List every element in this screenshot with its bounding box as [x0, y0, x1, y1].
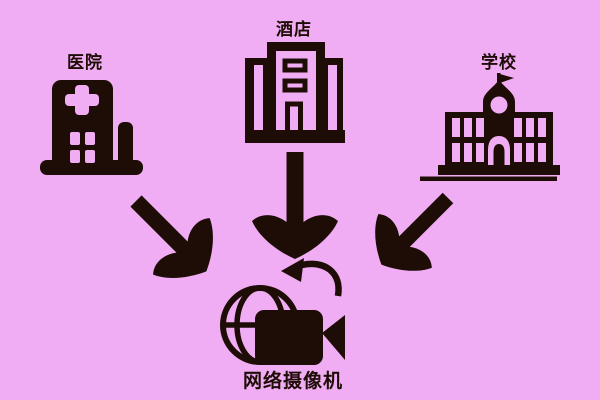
hospital-window	[70, 132, 80, 145]
hospital-window	[85, 132, 95, 145]
hotel-window	[282, 78, 308, 93]
school-window	[476, 118, 484, 137]
school-base	[438, 165, 560, 175]
hotel-window	[282, 58, 308, 73]
school-window	[476, 143, 484, 162]
hotel-door	[285, 101, 303, 137]
hotel-icon	[245, 42, 345, 143]
clock-icon	[490, 96, 508, 114]
school-ground-line	[420, 176, 557, 181]
school-window	[514, 143, 522, 162]
flag-icon	[500, 74, 514, 83]
arrow-hotel-to-camera	[252, 152, 338, 259]
video-camera-lens	[322, 315, 345, 360]
hospital-window	[85, 150, 95, 163]
camera-label: 网络摄像机	[243, 369, 343, 392]
school-window	[452, 118, 460, 137]
hotel-window	[254, 65, 263, 130]
hotel-base	[245, 130, 345, 143]
school-window	[526, 118, 534, 137]
school-window	[538, 118, 546, 137]
school-window	[538, 143, 546, 162]
network-camera-icon	[220, 258, 345, 365]
arrow-hospital-to-camera	[107, 172, 235, 300]
hospital-node: 医院	[40, 52, 143, 175]
video-camera-body	[255, 310, 323, 365]
hospital-icon	[40, 80, 143, 175]
hospital-annex	[118, 122, 133, 167]
school-window	[464, 143, 472, 162]
arrow-school-to-camera	[354, 171, 475, 292]
school-door-inner	[493, 144, 505, 168]
hotel-label: 酒店	[276, 19, 312, 40]
school-window	[526, 143, 534, 162]
rotate-arrow-icon	[301, 260, 342, 297]
hospital-base	[40, 160, 143, 175]
hotel-node: 酒店	[245, 19, 345, 143]
rotate-arrow-head	[281, 258, 304, 282]
school-node: 学校	[420, 52, 560, 181]
hospital-label: 医院	[67, 52, 103, 73]
hotel-window	[328, 65, 337, 130]
school-window	[452, 143, 460, 162]
school-window	[464, 118, 472, 137]
school-icon	[420, 73, 560, 181]
school-window	[514, 118, 522, 137]
medical-cross-icon	[65, 94, 99, 106]
school-label: 学校	[481, 52, 517, 73]
hospital-window	[70, 150, 80, 163]
camera-node: 网络摄像机	[220, 258, 345, 392]
